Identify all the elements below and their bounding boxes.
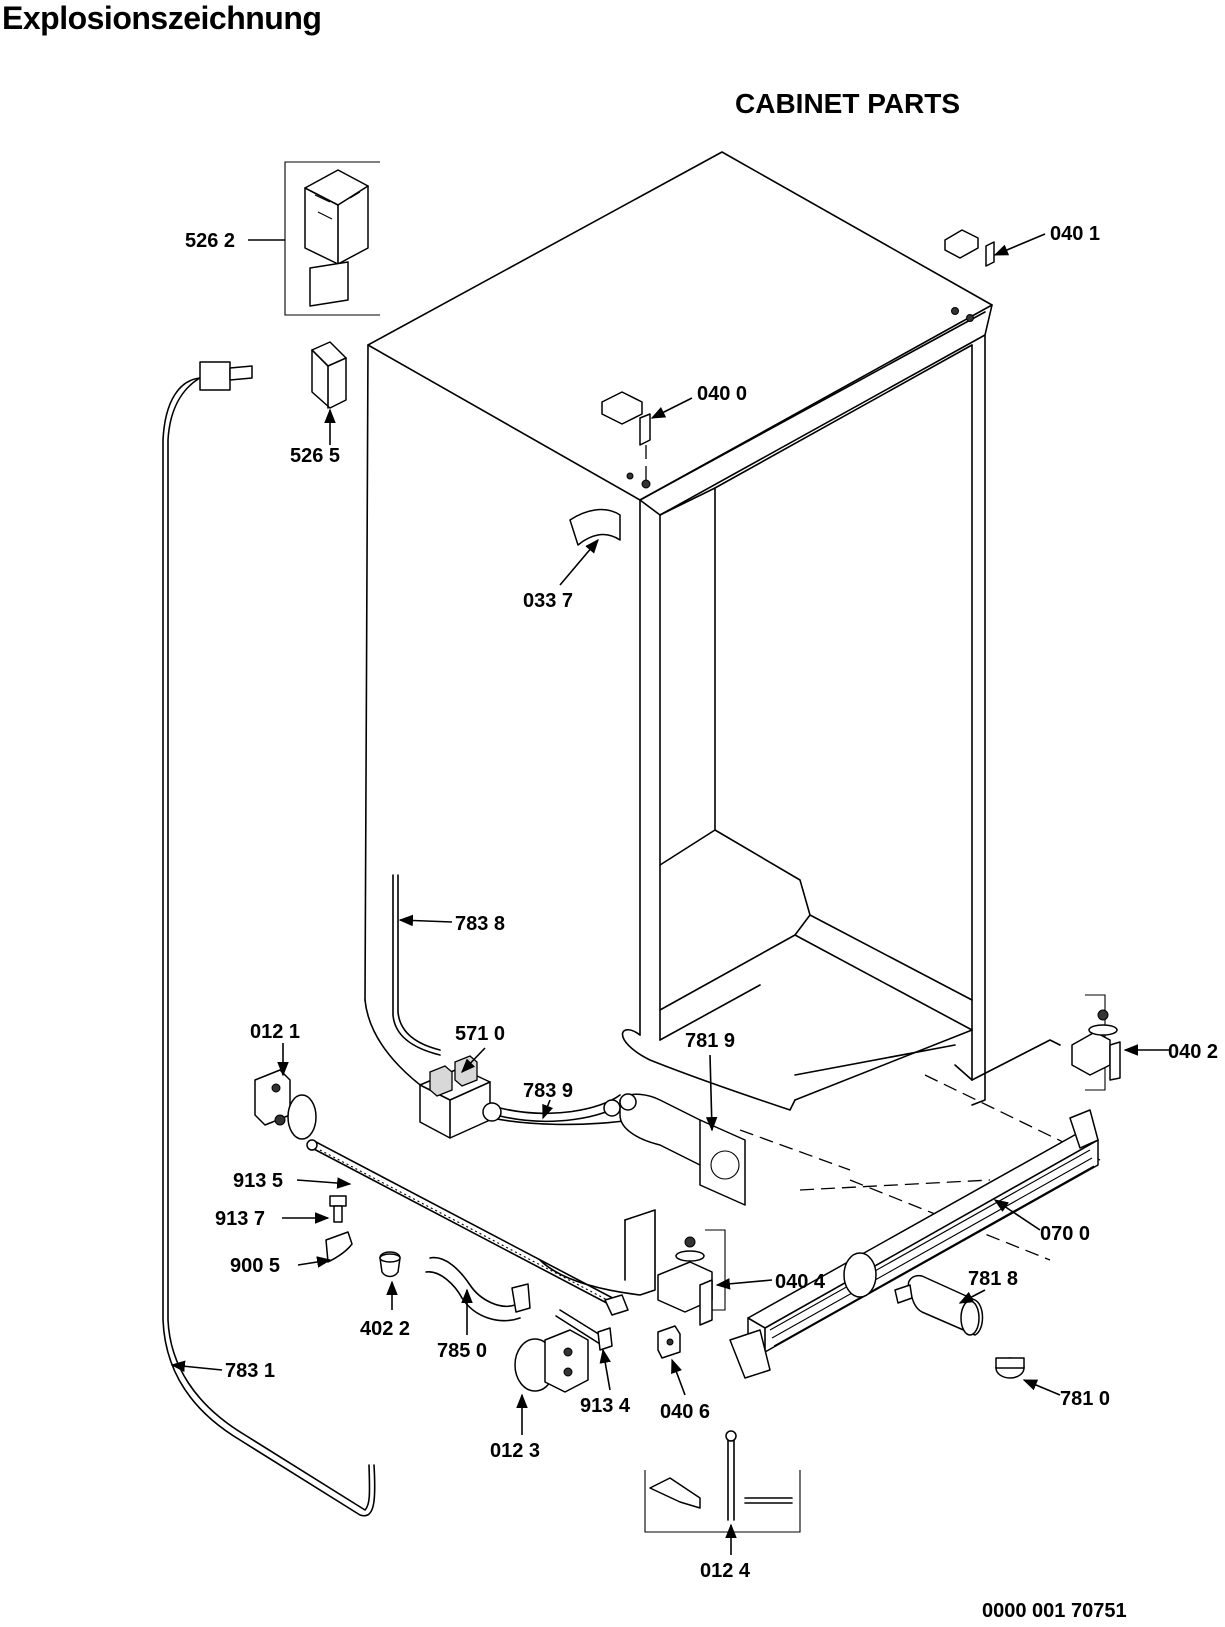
callout-900-5: 900 5 <box>230 1255 280 1277</box>
part-571-0-water-valve <box>419 1055 626 1139</box>
callout-783-1: 783 1 <box>225 1360 275 1382</box>
callout-783-9: 783 9 <box>523 1080 573 1102</box>
part-781-8-filter-cartridge <box>894 1274 984 1336</box>
callout-526-2: 526 2 <box>185 230 235 252</box>
part-785-0-hose <box>425 1256 531 1322</box>
callout-012-4: 012 4 <box>700 1560 751 1582</box>
callout-033-7: 033 7 <box>523 590 573 612</box>
callout-571-0: 571 0 <box>455 1023 505 1045</box>
callout-040-0: 040 0 <box>697 383 747 405</box>
callout-781-9: 781 9 <box>685 1030 735 1052</box>
callout-526-5: 526 5 <box>290 445 340 467</box>
part-526-5-cover <box>311 341 347 409</box>
part-012-4-tool-set <box>644 1430 801 1533</box>
callout-913-7: 913 7 <box>215 1208 265 1230</box>
part-040-0-hinge <box>601 391 651 489</box>
document-number: 0000 001 70751 <box>982 1600 1127 1622</box>
page-title: Explosionszeichnung <box>2 0 322 36</box>
callout-783-8: 783 8 <box>455 913 505 935</box>
part-012-1-roller <box>254 1069 317 1140</box>
callout-040-1: 040 1 <box>1050 223 1100 245</box>
callout-040-2: 040 2 <box>1168 1041 1218 1063</box>
part-012-3-roller <box>514 1329 589 1393</box>
part-040-6-clip <box>657 1325 681 1359</box>
part-040-2-bracket <box>1071 994 1121 1091</box>
callout-012-3: 012 3 <box>490 1440 540 1462</box>
part-033-7-clip <box>569 508 621 546</box>
callout-785-0: 785 0 <box>437 1340 487 1362</box>
callout-012-1: 012 1 <box>250 1021 300 1043</box>
part-783-8-tube <box>392 874 441 1056</box>
part-913-5-long-screw <box>306 1139 629 1316</box>
section-title: CABINET PARTS <box>735 88 961 119</box>
callout-070-0: 070 0 <box>1040 1223 1090 1245</box>
callouts: 526 2 526 5 040 1 040 0 033 7 783 8 012 … <box>170 223 1218 1582</box>
callout-781-0: 781 0 <box>1060 1388 1110 1410</box>
part-781-9-filter-housing <box>603 1093 746 1206</box>
callout-913-5: 913 5 <box>233 1170 283 1192</box>
part-913-4-screw <box>555 1309 613 1351</box>
part-040-4-bracket <box>657 1229 726 1326</box>
callout-402-2: 402 2 <box>360 1318 410 1340</box>
callout-913-4: 913 4 <box>580 1395 631 1417</box>
part-900-5-clip <box>325 1231 353 1263</box>
part-781-0-cap <box>995 1357 1025 1379</box>
callout-040-6: 040 6 <box>660 1401 710 1423</box>
part-526-2-control-box <box>284 161 380 316</box>
part-070-0-base-grille <box>729 1109 1099 1379</box>
part-040-1-hinge <box>944 229 995 322</box>
callout-781-8: 781 8 <box>968 1268 1018 1290</box>
callout-040-4: 040 4 <box>775 1271 826 1293</box>
part-402-2-cap <box>379 1251 401 1278</box>
part-783-1-tube <box>162 361 376 1517</box>
part-913-7-screw <box>329 1195 347 1223</box>
